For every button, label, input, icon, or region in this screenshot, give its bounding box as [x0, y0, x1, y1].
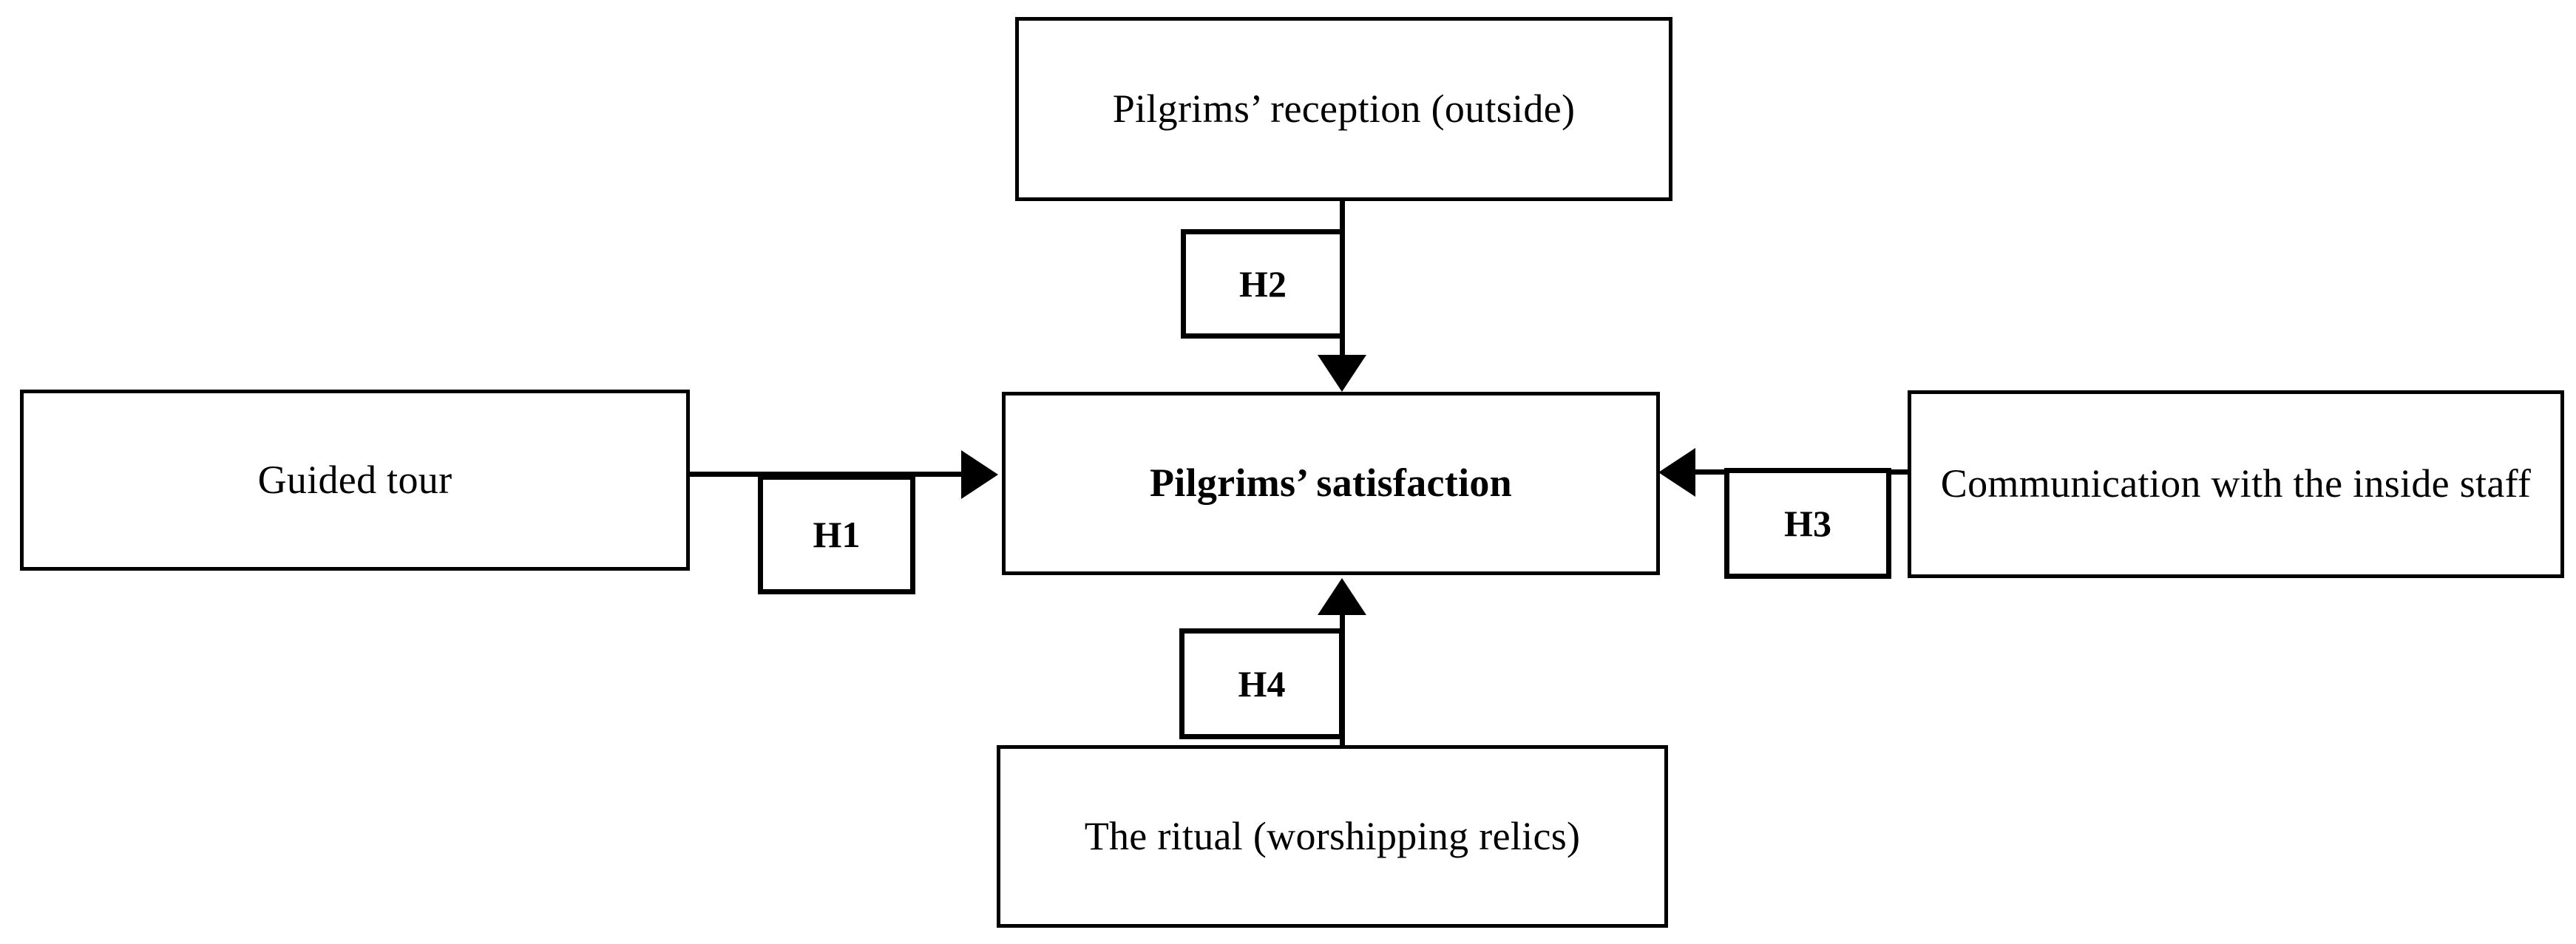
- arrow-h4-up: [1318, 578, 1366, 615]
- hypothesis-box-h1[interactable]: H1: [758, 475, 915, 594]
- hypothesis-label-h1: H1: [813, 514, 861, 555]
- node-label-pilgrims-satisfaction: Pilgrims’ satisfaction: [1149, 461, 1513, 506]
- node-pilgrims-satisfaction[interactable]: Pilgrims’ satisfaction: [1002, 392, 1660, 575]
- node-label-communication-inside-staff: Communication with the inside staff: [1940, 461, 2532, 506]
- node-guided-tour[interactable]: Guided tour: [20, 390, 690, 571]
- node-pilgrims-reception[interactable]: Pilgrims’ reception (outside): [1015, 17, 1672, 201]
- hypothesis-label-h2: H2: [1239, 263, 1287, 305]
- connector-h1-line: [690, 472, 969, 477]
- node-communication-inside-staff[interactable]: Communication with the inside staff: [1908, 390, 2564, 578]
- arrow-h2-down: [1318, 355, 1366, 392]
- node-label-pilgrims-reception: Pilgrims’ reception (outside): [1112, 86, 1576, 131]
- hypothesis-box-h4[interactable]: H4: [1179, 628, 1344, 739]
- arrow-h1-right: [961, 450, 998, 499]
- node-label-the-ritual: The ritual (worshipping relics): [1084, 813, 1581, 858]
- hypothesis-label-h4: H4: [1238, 663, 1286, 704]
- hypothesis-box-h3[interactable]: H3: [1724, 468, 1891, 579]
- hypothesis-box-h2[interactable]: H2: [1181, 229, 1345, 339]
- node-the-ritual[interactable]: The ritual (worshipping relics): [997, 745, 1668, 928]
- hypothesis-label-h3: H3: [1784, 503, 1831, 544]
- node-label-guided-tour: Guided tour: [257, 457, 453, 502]
- arrow-h3-left: [1658, 448, 1695, 497]
